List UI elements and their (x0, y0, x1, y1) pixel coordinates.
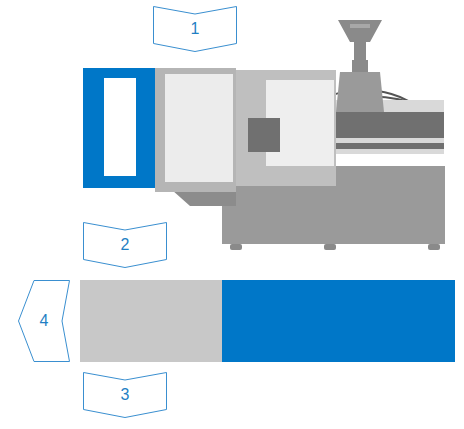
clamp-skirt (172, 190, 236, 206)
callout-box: 2 (83, 222, 167, 268)
hopper-mount (336, 72, 384, 112)
callout-number: 4 (40, 313, 49, 329)
machine-foot (428, 244, 440, 250)
callout-number: 1 (191, 21, 200, 37)
callout-number: 3 (121, 387, 130, 403)
hopper (338, 20, 382, 60)
mold-block (248, 118, 280, 152)
blue-door (83, 68, 155, 188)
hopper-band (350, 24, 370, 28)
clamp-panel (165, 74, 233, 182)
blue-bar (222, 280, 455, 362)
callout-box: 4 (18, 280, 70, 362)
callout-box: 3 (83, 372, 167, 418)
grey-bar (80, 280, 222, 362)
machine-foot (324, 244, 336, 250)
mold-area (236, 70, 336, 186)
callout-box: 1 (153, 6, 237, 52)
door-window (104, 78, 136, 176)
machine-foot (230, 244, 242, 250)
hopper-neck (352, 60, 368, 72)
callout-number: 2 (121, 237, 130, 253)
clamp-housing (155, 68, 236, 192)
